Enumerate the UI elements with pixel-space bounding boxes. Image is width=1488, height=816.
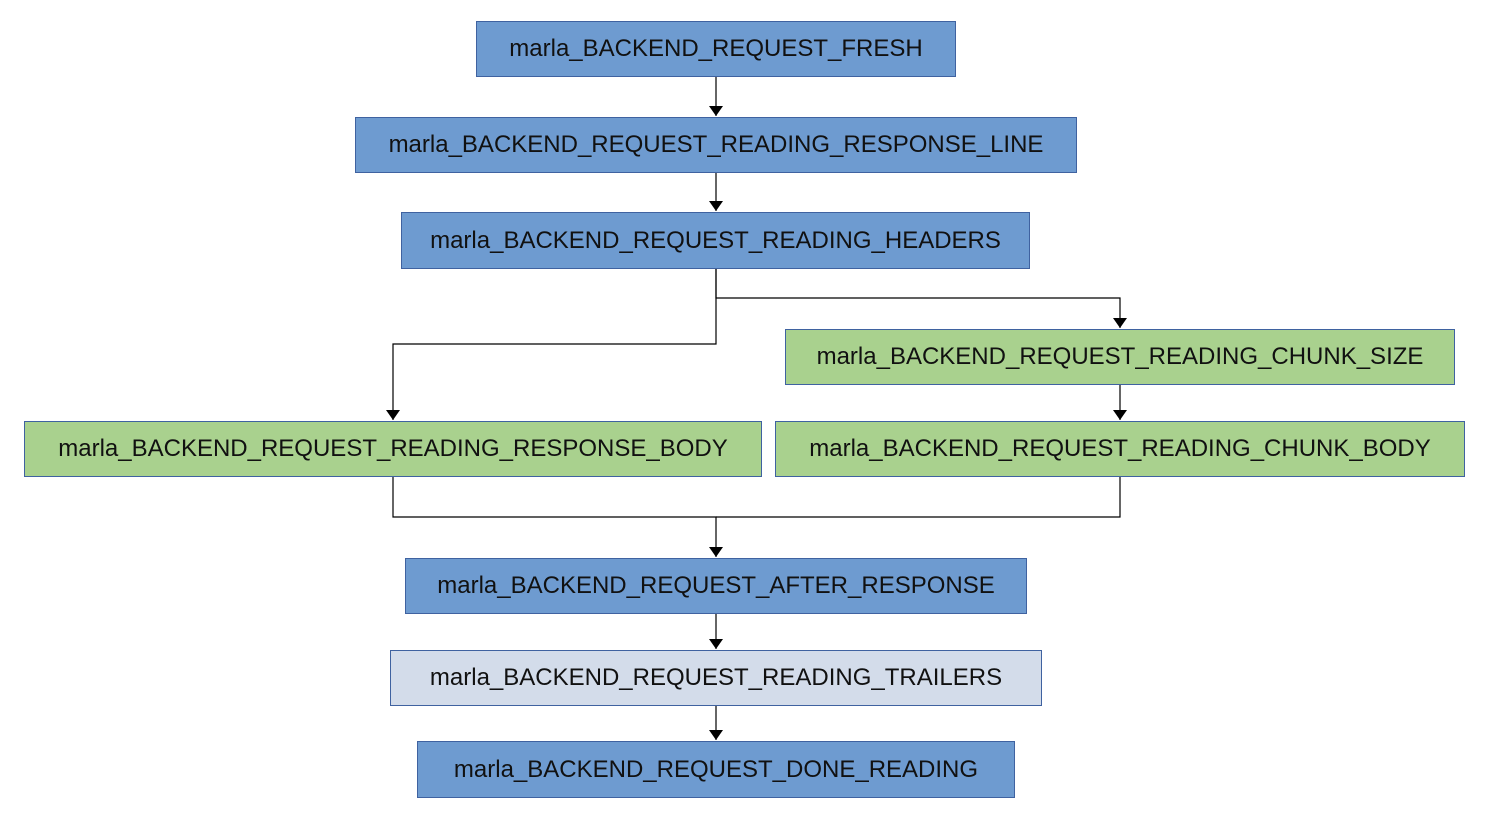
- state-node-label: marla_BACKEND_REQUEST_READING_RESPONSE_L…: [388, 131, 1044, 158]
- state-node-label: marla_BACKEND_REQUEST_AFTER_RESPONSE: [437, 572, 995, 599]
- state-node-label: marla_BACKEND_REQUEST_READING_CHUNK_SIZE: [816, 343, 1424, 370]
- edge-response-body-to-after-response: [392, 477, 723, 557]
- state-node-reading-response-body: marla_BACKEND_REQUEST_READING_RESPONSE_B…: [24, 421, 762, 477]
- edge-headers-to-chunk-size: [715, 269, 1127, 328]
- state-node-label: marla_BACKEND_REQUEST_READING_HEADERS: [430, 226, 1001, 254]
- state-node-reading-chunk-body: marla_BACKEND_REQUEST_READING_CHUNK_BODY: [775, 421, 1465, 477]
- state-node-label: marla_BACKEND_REQUEST_READING_RESPONSE_B…: [58, 435, 728, 462]
- state-node-reading-trailers: marla_BACKEND_REQUEST_READING_TRAILERS: [390, 650, 1042, 706]
- state-node-label: marla_BACKEND_REQUEST_DONE_READING: [453, 755, 979, 783]
- state-node-done-reading: marla_BACKEND_REQUEST_DONE_READING: [417, 741, 1015, 798]
- state-node-after-response: marla_BACKEND_REQUEST_AFTER_RESPONSE: [405, 558, 1027, 614]
- state-node-label: marla_BACKEND_REQUEST_FRESH: [509, 35, 923, 62]
- state-node-reading-response-line: marla_BACKEND_REQUEST_READING_RESPONSE_L…: [355, 117, 1077, 173]
- state-node-label: marla_BACKEND_REQUEST_READING_CHUNK_BODY: [809, 435, 1431, 462]
- edge-headers-to-response-body: [386, 269, 717, 420]
- state-node-fresh: marla_BACKEND_REQUEST_FRESH: [476, 21, 956, 77]
- state-node-label: marla_BACKEND_REQUEST_READING_TRAILERS: [429, 664, 1003, 691]
- edge-chunk-body-to-after-response: [716, 477, 1121, 518]
- state-node-reading-chunk-size: marla_BACKEND_REQUEST_READING_CHUNK_SIZE: [785, 329, 1455, 385]
- state-node-reading-headers: marla_BACKEND_REQUEST_READING_HEADERS: [401, 212, 1030, 269]
